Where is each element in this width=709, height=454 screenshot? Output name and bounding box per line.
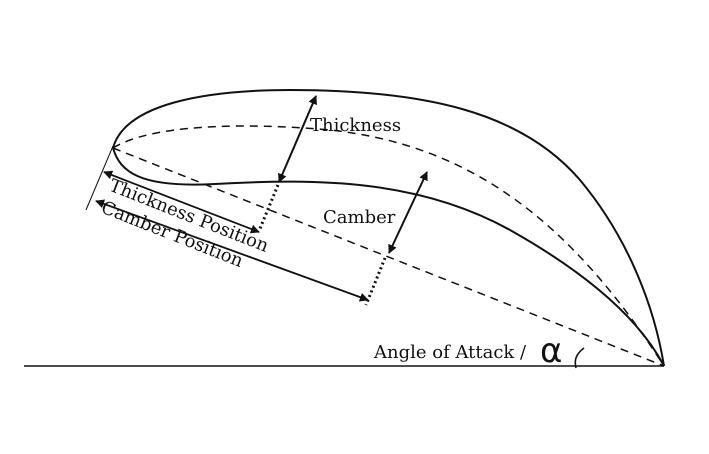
angle-of-attack-arc <box>574 347 585 369</box>
thickness-arrow <box>278 95 317 183</box>
camber-arrow <box>388 171 428 254</box>
leading-edge-tick <box>85 145 114 211</box>
airfoil-upper-surface <box>112 88 665 367</box>
angle-of-attack-label: Angle of Attack / <box>373 342 527 363</box>
camber-label: Camber <box>323 207 396 228</box>
alpha-symbol: α <box>540 331 562 371</box>
camber-projection-dotted <box>364 257 387 306</box>
camber-position-arrow <box>95 199 369 302</box>
thickness-projection-dotted <box>257 184 280 232</box>
camber-line <box>112 125 665 367</box>
thickness-label: Thickness <box>310 115 401 136</box>
